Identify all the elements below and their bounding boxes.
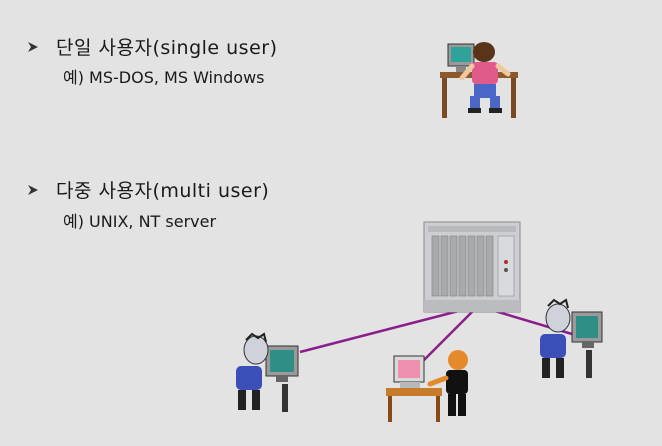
link-center: [417, 305, 479, 367]
single-user-heading: 단일 사용자(single user): [56, 37, 278, 59]
terminal-user-icon: [540, 298, 603, 378]
terminal-user-icon: [386, 350, 468, 422]
network-links: [299, 304, 573, 367]
terminal-user-icon: [236, 332, 299, 412]
arrow-bullet-icon: [28, 41, 38, 52]
link-left: [299, 304, 479, 354]
single-user-heading-row: 단일 사용자(single user): [26, 33, 278, 60]
multi-user-heading-row: 다중 사용자(multi user): [26, 176, 269, 203]
arrow-bullet-icon: [28, 184, 38, 195]
single-user-example: 예) MS-DOS, MS Windows: [63, 68, 265, 87]
server-rack-icon: [423, 221, 521, 313]
multi-user-example: 예) UNIX, NT server: [63, 212, 217, 231]
single-user-computer-icon: [440, 42, 518, 118]
multi-user-heading: 다중 사용자(multi user): [56, 180, 270, 202]
